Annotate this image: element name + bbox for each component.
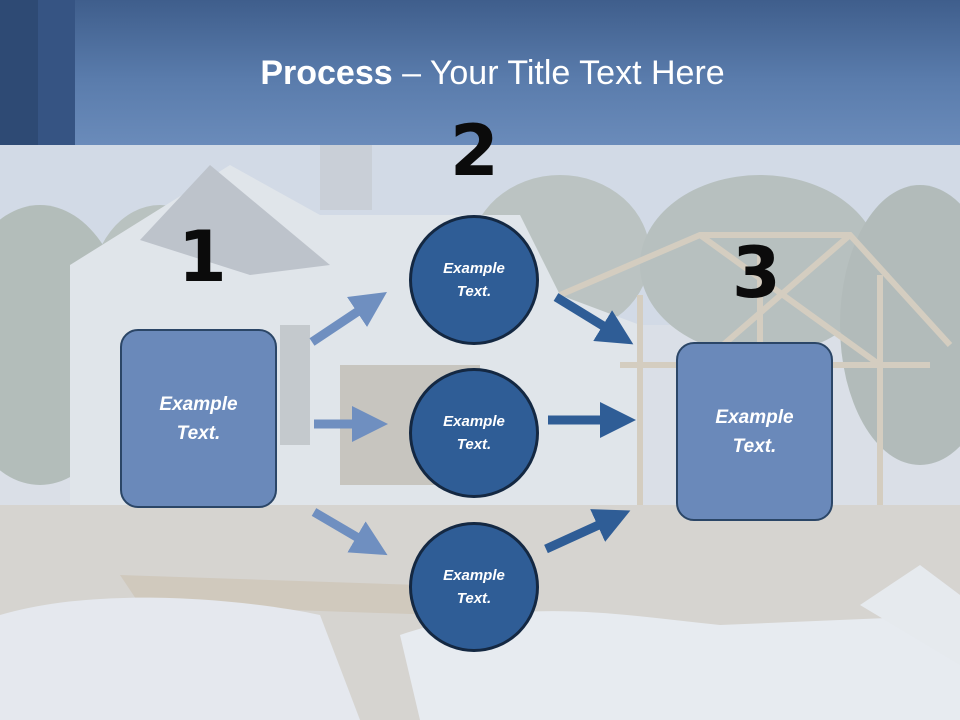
step-1-box-text: Example Text.	[159, 393, 238, 444]
circle-top-text: Example Text.	[443, 260, 505, 300]
step-1-box: Example Text.	[120, 329, 277, 508]
step-2-circle-top: Example Text.	[409, 215, 539, 345]
step-3-box-text: Example Text.	[715, 406, 794, 457]
circle-bottom-text: Example Text.	[443, 567, 505, 607]
title-bold: Process	[260, 54, 393, 92]
step-2-circle-middle: Example Text.	[409, 368, 539, 498]
step-number-2: 2	[450, 110, 499, 192]
step-2-circle-bottom: Example Text.	[409, 522, 539, 652]
page-title: Process – Your Title Text Here	[0, 54, 960, 93]
step-number-3: 3	[732, 232, 781, 314]
header-band	[0, 0, 960, 145]
step-number-1: 1	[178, 216, 227, 298]
title-rest: – Your Title Text Here	[392, 54, 725, 92]
circle-middle-text: Example Text.	[443, 413, 505, 453]
arrow-2a-to-3	[553, 293, 634, 345]
step-3-box: Example Text.	[676, 342, 833, 521]
corner-accent	[38, 0, 75, 145]
arrow-2c-to-3	[544, 509, 631, 554]
corner-accent	[0, 0, 38, 145]
arrow-1-to-2a	[309, 292, 387, 346]
arrow-1-to-2c	[311, 508, 388, 556]
